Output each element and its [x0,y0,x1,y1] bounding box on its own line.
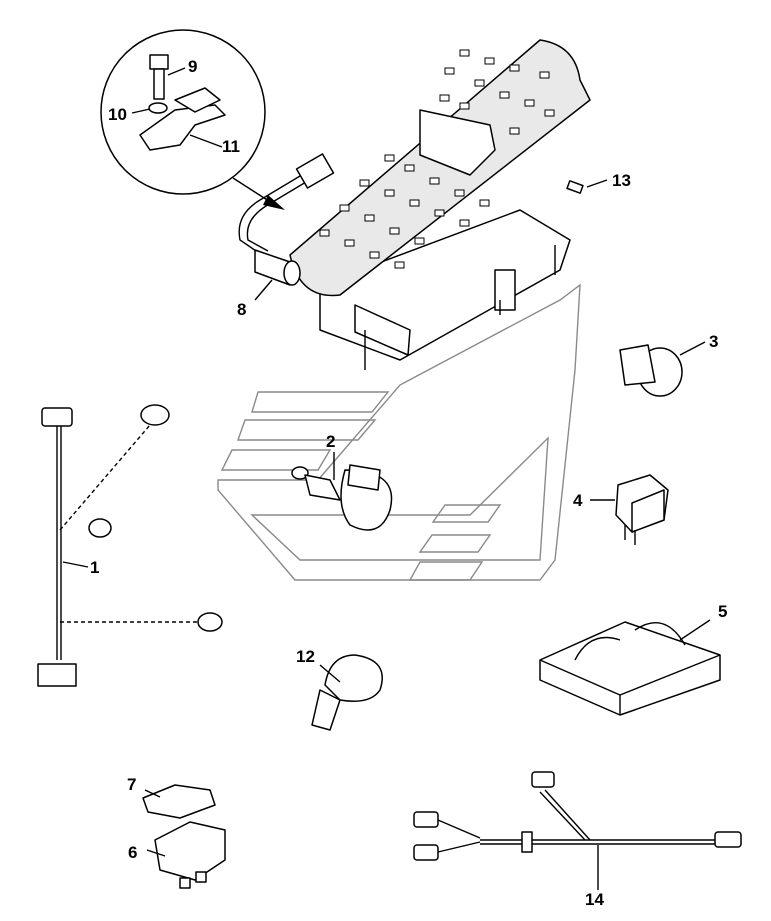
label-1: 1 [90,558,99,577]
switch-6-7-drawing [142,784,226,889]
pad-5-drawing [539,621,721,716]
label-6: 6 [128,843,137,862]
harness-1-drawing [37,404,223,687]
background-chevrons [217,283,581,581]
label-11: 11 [222,137,240,156]
pin-13-drawing [566,180,584,194]
label-10: 10 [108,105,127,124]
label-8: 8 [237,300,246,319]
pedal-assembly [238,39,591,370]
part-labels: 1 2 3 4 5 6 7 8 9 10 11 12 13 14 [90,57,727,909]
leader-lines [62,67,711,890]
harness-14-drawing [413,771,742,861]
label-5: 5 [718,602,727,621]
label-4: 4 [573,491,583,510]
label-7: 7 [127,775,136,794]
label-3: 3 [709,332,718,351]
sensor-2-drawing [291,464,393,531]
label-9: 9 [188,57,197,76]
label-14: 14 [585,890,604,909]
plug-3-drawing [619,344,683,397]
label-2: 2 [326,432,335,451]
detail-callout [100,29,285,210]
pedal-studs [319,49,555,269]
label-13: 13 [612,171,631,190]
label-12: 12 [296,647,315,666]
relay-4-drawing [615,474,669,545]
cable-tie-12-drawing [311,654,383,731]
